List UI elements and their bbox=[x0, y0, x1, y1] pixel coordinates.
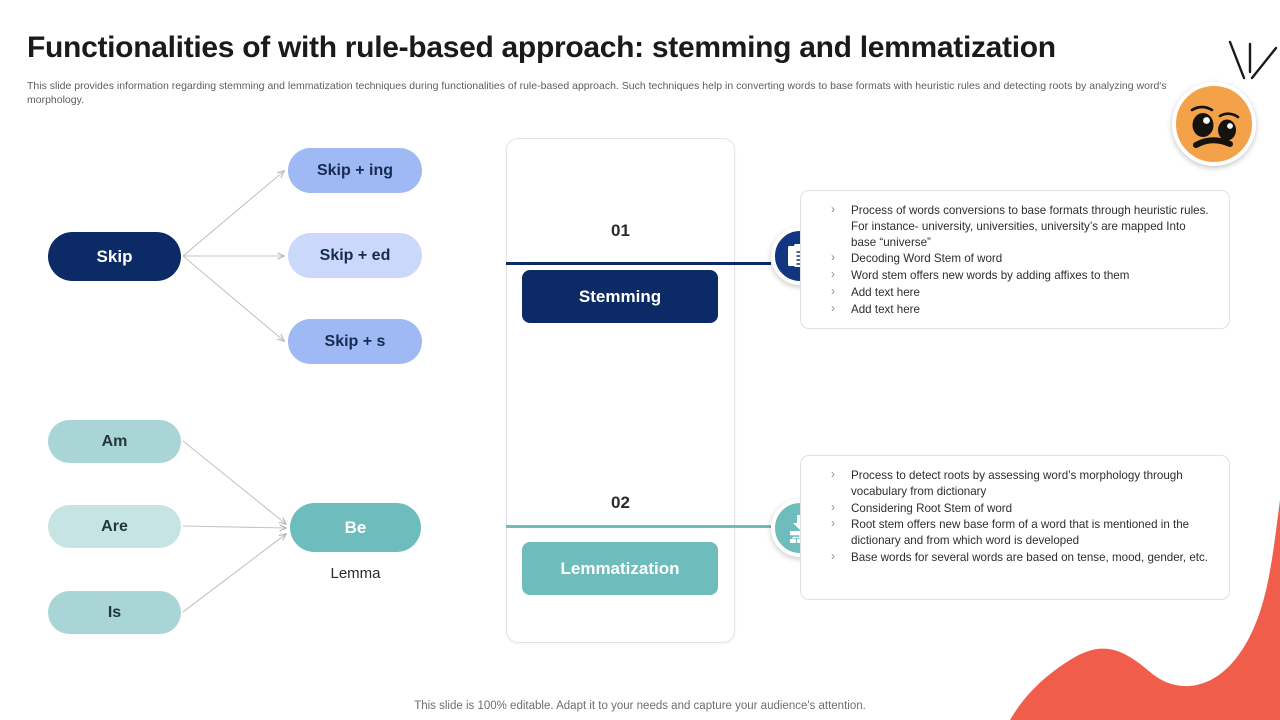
step-number-02: 02 bbox=[611, 493, 630, 512]
page-subtitle: This slide provides information regardin… bbox=[27, 80, 1167, 106]
step-button-lemmatization[interactable]: Lemmatization bbox=[522, 542, 718, 595]
diagram-connectors bbox=[182, 120, 480, 613]
motion-lines bbox=[1228, 40, 1278, 80]
lemma-caption: Lemma bbox=[330, 565, 381, 582]
step-number-01: 01 bbox=[611, 221, 630, 240]
emoji-face bbox=[1190, 105, 1240, 148]
bullet-list-lemmatization: Process to detect roots by assessing wor… bbox=[801, 456, 1229, 577]
list-item: Add text here bbox=[831, 284, 1213, 301]
node-skip-ing[interactable]: Skip + ing bbox=[288, 148, 422, 193]
list-item: Considering Root Stem of word bbox=[831, 500, 1213, 517]
node-is[interactable]: Is bbox=[48, 591, 181, 634]
page-title: Functionalities of with rule-based appro… bbox=[27, 31, 1056, 64]
decorative-wave bbox=[1010, 500, 1280, 720]
node-are[interactable]: Are bbox=[48, 505, 181, 548]
word-forms-diagram: Skip Skip + ing Skip + ed Skip + s Am Ar… bbox=[0, 120, 480, 660]
emoji-disc bbox=[1172, 82, 1256, 166]
step-divider-01 bbox=[506, 262, 771, 265]
info-box-stemming: Process of words conversions to base for… bbox=[800, 190, 1230, 329]
list-item: Word stem offers new words by adding aff… bbox=[831, 267, 1213, 284]
bullet-list-stemming: Process of words conversions to base for… bbox=[801, 191, 1229, 329]
list-item: Base words for several words are based o… bbox=[831, 549, 1213, 566]
node-be[interactable]: Be bbox=[290, 503, 421, 552]
footer-note: This slide is 100% editable. Adapt it to… bbox=[414, 700, 866, 712]
node-am[interactable]: Am bbox=[48, 420, 181, 463]
list-item: Root stem offers new base form of a word… bbox=[831, 516, 1213, 549]
list-item: Process to detect roots by assessing wor… bbox=[831, 467, 1213, 500]
step-button-stemming[interactable]: Stemming bbox=[522, 270, 718, 323]
node-skip-ed[interactable]: Skip + ed bbox=[288, 233, 422, 278]
list-item: Decoding Word Stem of word bbox=[831, 250, 1213, 267]
list-item: Add text here bbox=[831, 301, 1213, 318]
list-item: Process of words conversions to base for… bbox=[831, 202, 1213, 250]
step-divider-02 bbox=[506, 525, 771, 528]
node-skip-s[interactable]: Skip + s bbox=[288, 319, 422, 364]
node-skip-root[interactable]: Skip bbox=[48, 232, 181, 281]
worried-face-emoji bbox=[1172, 82, 1256, 166]
info-box-lemmatization: Process to detect roots by assessing wor… bbox=[800, 455, 1230, 600]
